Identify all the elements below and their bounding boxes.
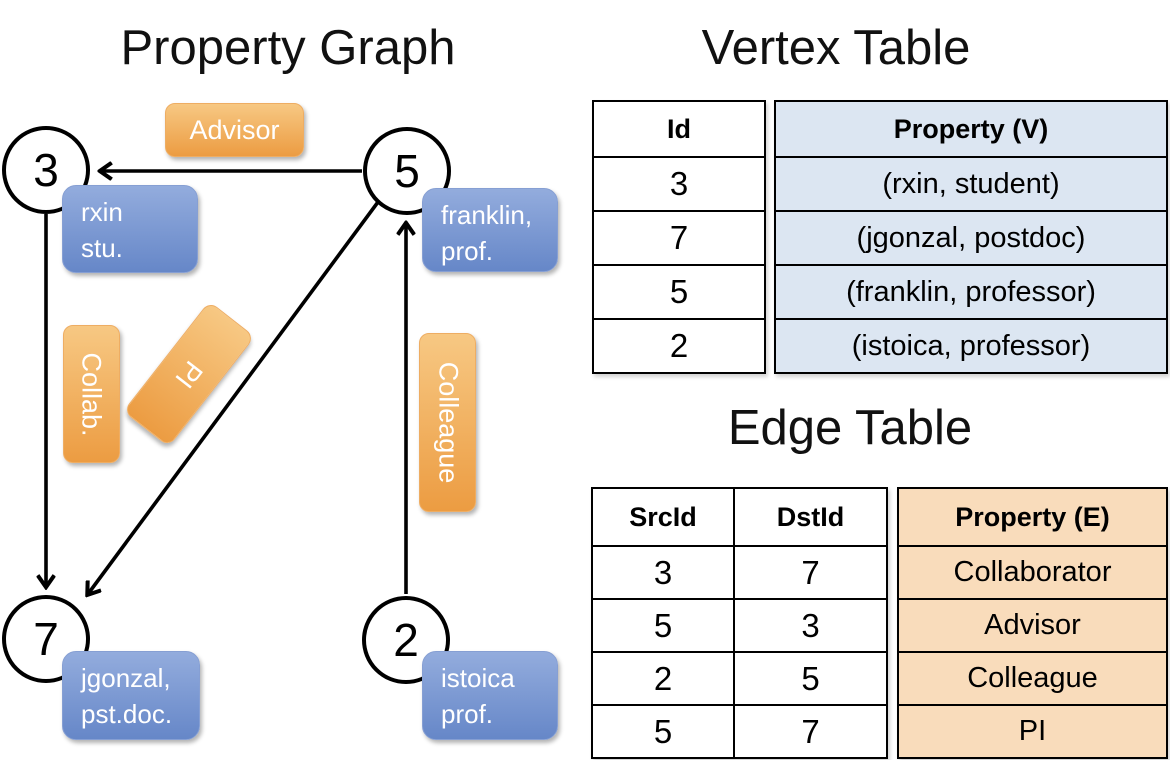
vertex-property-line: pst.doc.	[81, 699, 173, 730]
edge-property-cell: Advisor	[897, 598, 1168, 653]
node-2-id: 2	[393, 614, 419, 666]
edge-table-header-dstid: DstId	[733, 487, 888, 547]
edge-dstid-cell: 5	[733, 651, 888, 706]
edge-srcid-cell: 2	[591, 651, 735, 706]
edge-table-header-property: Property (E)	[897, 487, 1168, 547]
graph-node-2: 2	[362, 596, 450, 684]
edge-label-text: Colleague	[433, 361, 463, 484]
node-5-id: 5	[394, 145, 420, 197]
vertex-property-line: stu.	[81, 233, 123, 264]
node-3-id: 3	[33, 144, 59, 196]
edge-table-header-srcid: SrcId	[591, 487, 735, 547]
edge-property-cell: Collaborator	[897, 545, 1168, 600]
vertex-property-cell: (franklin, professor)	[774, 264, 1168, 320]
vertex-property-line: rxin	[81, 197, 123, 227]
vertex-property-cell: (jgonzal, postdoc)	[774, 210, 1168, 266]
vertex-id-cell: 5	[592, 264, 766, 320]
vertex-table-property-column: Property (V) (rxin, student) (jgonzal, p…	[774, 100, 1168, 374]
edge-label-advisor: Advisor	[165, 103, 304, 157]
edge-label-collab: Collab.	[63, 325, 120, 463]
edge-label-text: PI	[169, 355, 210, 394]
edge-table-property-column: Property (E) Collaborator Advisor Collea…	[897, 487, 1168, 759]
vertex-table-title: Vertex Table	[701, 21, 971, 75]
edge-dstid-cell: 3	[733, 598, 888, 653]
vertex-table-id-column: Id 3 7 5 2	[592, 100, 766, 374]
vertex-id-cell: 3	[592, 156, 766, 212]
vertex-property-box-jgonzal: jgonzal, pst.doc.	[62, 651, 200, 740]
graph-edges-svg	[0, 0, 580, 760]
vertex-id-cell: 7	[592, 210, 766, 266]
vertex-property-line: istoica	[441, 663, 515, 693]
vertex-property-cell: (istoica, professor)	[774, 318, 1168, 374]
vertex-property-line: prof.	[441, 699, 494, 730]
vertex-property-box-istoica: istoica prof.	[422, 651, 558, 740]
edge-property-cell: PI	[897, 704, 1168, 759]
node-7-id: 7	[33, 613, 59, 665]
vertex-property-box-franklin: franklin, prof.	[422, 188, 558, 272]
edge-table-title: Edge Table	[727, 401, 973, 455]
vertex-property-line: jgonzal,	[81, 663, 171, 693]
property-graph-title: Property Graph	[120, 21, 456, 75]
graph-node-5: 5	[363, 127, 451, 215]
vertex-table-header-id: Id	[592, 100, 766, 158]
edge-label-text: Advisor	[189, 114, 280, 145]
vertex-id-cell: 2	[592, 318, 766, 374]
edge-label-text: Collab.	[77, 351, 108, 437]
vertex-property-cell: (rxin, student)	[774, 156, 1168, 212]
edge-table-id-columns: SrcId DstId 3 7 5 3 2 5 5 7	[591, 487, 888, 759]
vertex-property-box-rxin: rxin stu.	[62, 185, 198, 273]
vertex-property-line: prof.	[441, 236, 494, 267]
edge-pi-5-to-7	[88, 200, 380, 594]
vertex-table-header-property: Property (V)	[774, 100, 1168, 158]
edge-dstid-cell: 7	[733, 545, 888, 600]
edge-dstid-cell: 7	[733, 704, 888, 759]
edge-property-cell: Colleague	[897, 651, 1168, 706]
edge-srcid-cell: 3	[591, 545, 735, 600]
edge-label-colleague: Colleague	[419, 333, 476, 512]
edge-srcid-cell: 5	[591, 704, 735, 759]
edge-srcid-cell: 5	[591, 598, 735, 653]
vertex-property-line: franklin,	[441, 200, 533, 230]
